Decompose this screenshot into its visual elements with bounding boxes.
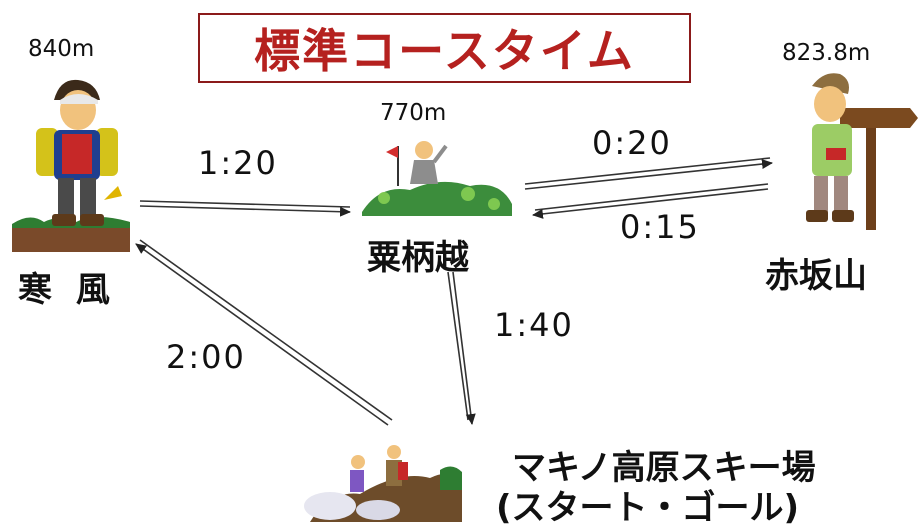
hiking-group-icon bbox=[304, 445, 462, 522]
place-name-kuryugoe: 粟柄越 bbox=[367, 238, 469, 278]
hiker-icon bbox=[12, 79, 130, 252]
time-kanpu-to-kuryugoe: 1:20 bbox=[198, 144, 278, 182]
page-title: 標準コースタイム bbox=[254, 24, 635, 78]
arrow-akasaka-to-kuryugoe bbox=[532, 183, 769, 219]
summit-flag-hiker-icon bbox=[362, 141, 512, 216]
place-name-kanpu: 寒 風 bbox=[18, 270, 116, 310]
altitude-akasaka: 823.8m bbox=[782, 40, 871, 66]
hiker-signpost-icon bbox=[806, 73, 918, 230]
place-name-makino-sub: (スタート・ゴール) bbox=[496, 488, 800, 528]
arrow-kuryugoe-to-makino bbox=[447, 271, 476, 425]
place-name-akasaka: 赤坂山 bbox=[765, 256, 867, 296]
altitude-kuryugoe: 770m bbox=[380, 100, 447, 126]
arrow-kanpu-to-kuryugoe bbox=[139, 200, 351, 217]
time-akasaka-to-kuryugoe: 0:15 bbox=[620, 208, 700, 246]
time-kuryugoe-to-akasaka: 0:20 bbox=[592, 124, 672, 162]
title-frame: 標準コースタイム bbox=[198, 13, 691, 83]
altitude-kanpu: 840m bbox=[28, 36, 95, 62]
time-makino-to-kanpu: 2:00 bbox=[166, 338, 246, 376]
arrow-kuryugoe-to-akasaka bbox=[524, 157, 773, 190]
place-name-makino: マキノ高原スキー場 bbox=[512, 448, 816, 488]
arrow-makino-to-kanpu bbox=[135, 239, 393, 426]
time-kuryugoe-to-makino: 1:40 bbox=[494, 306, 574, 344]
